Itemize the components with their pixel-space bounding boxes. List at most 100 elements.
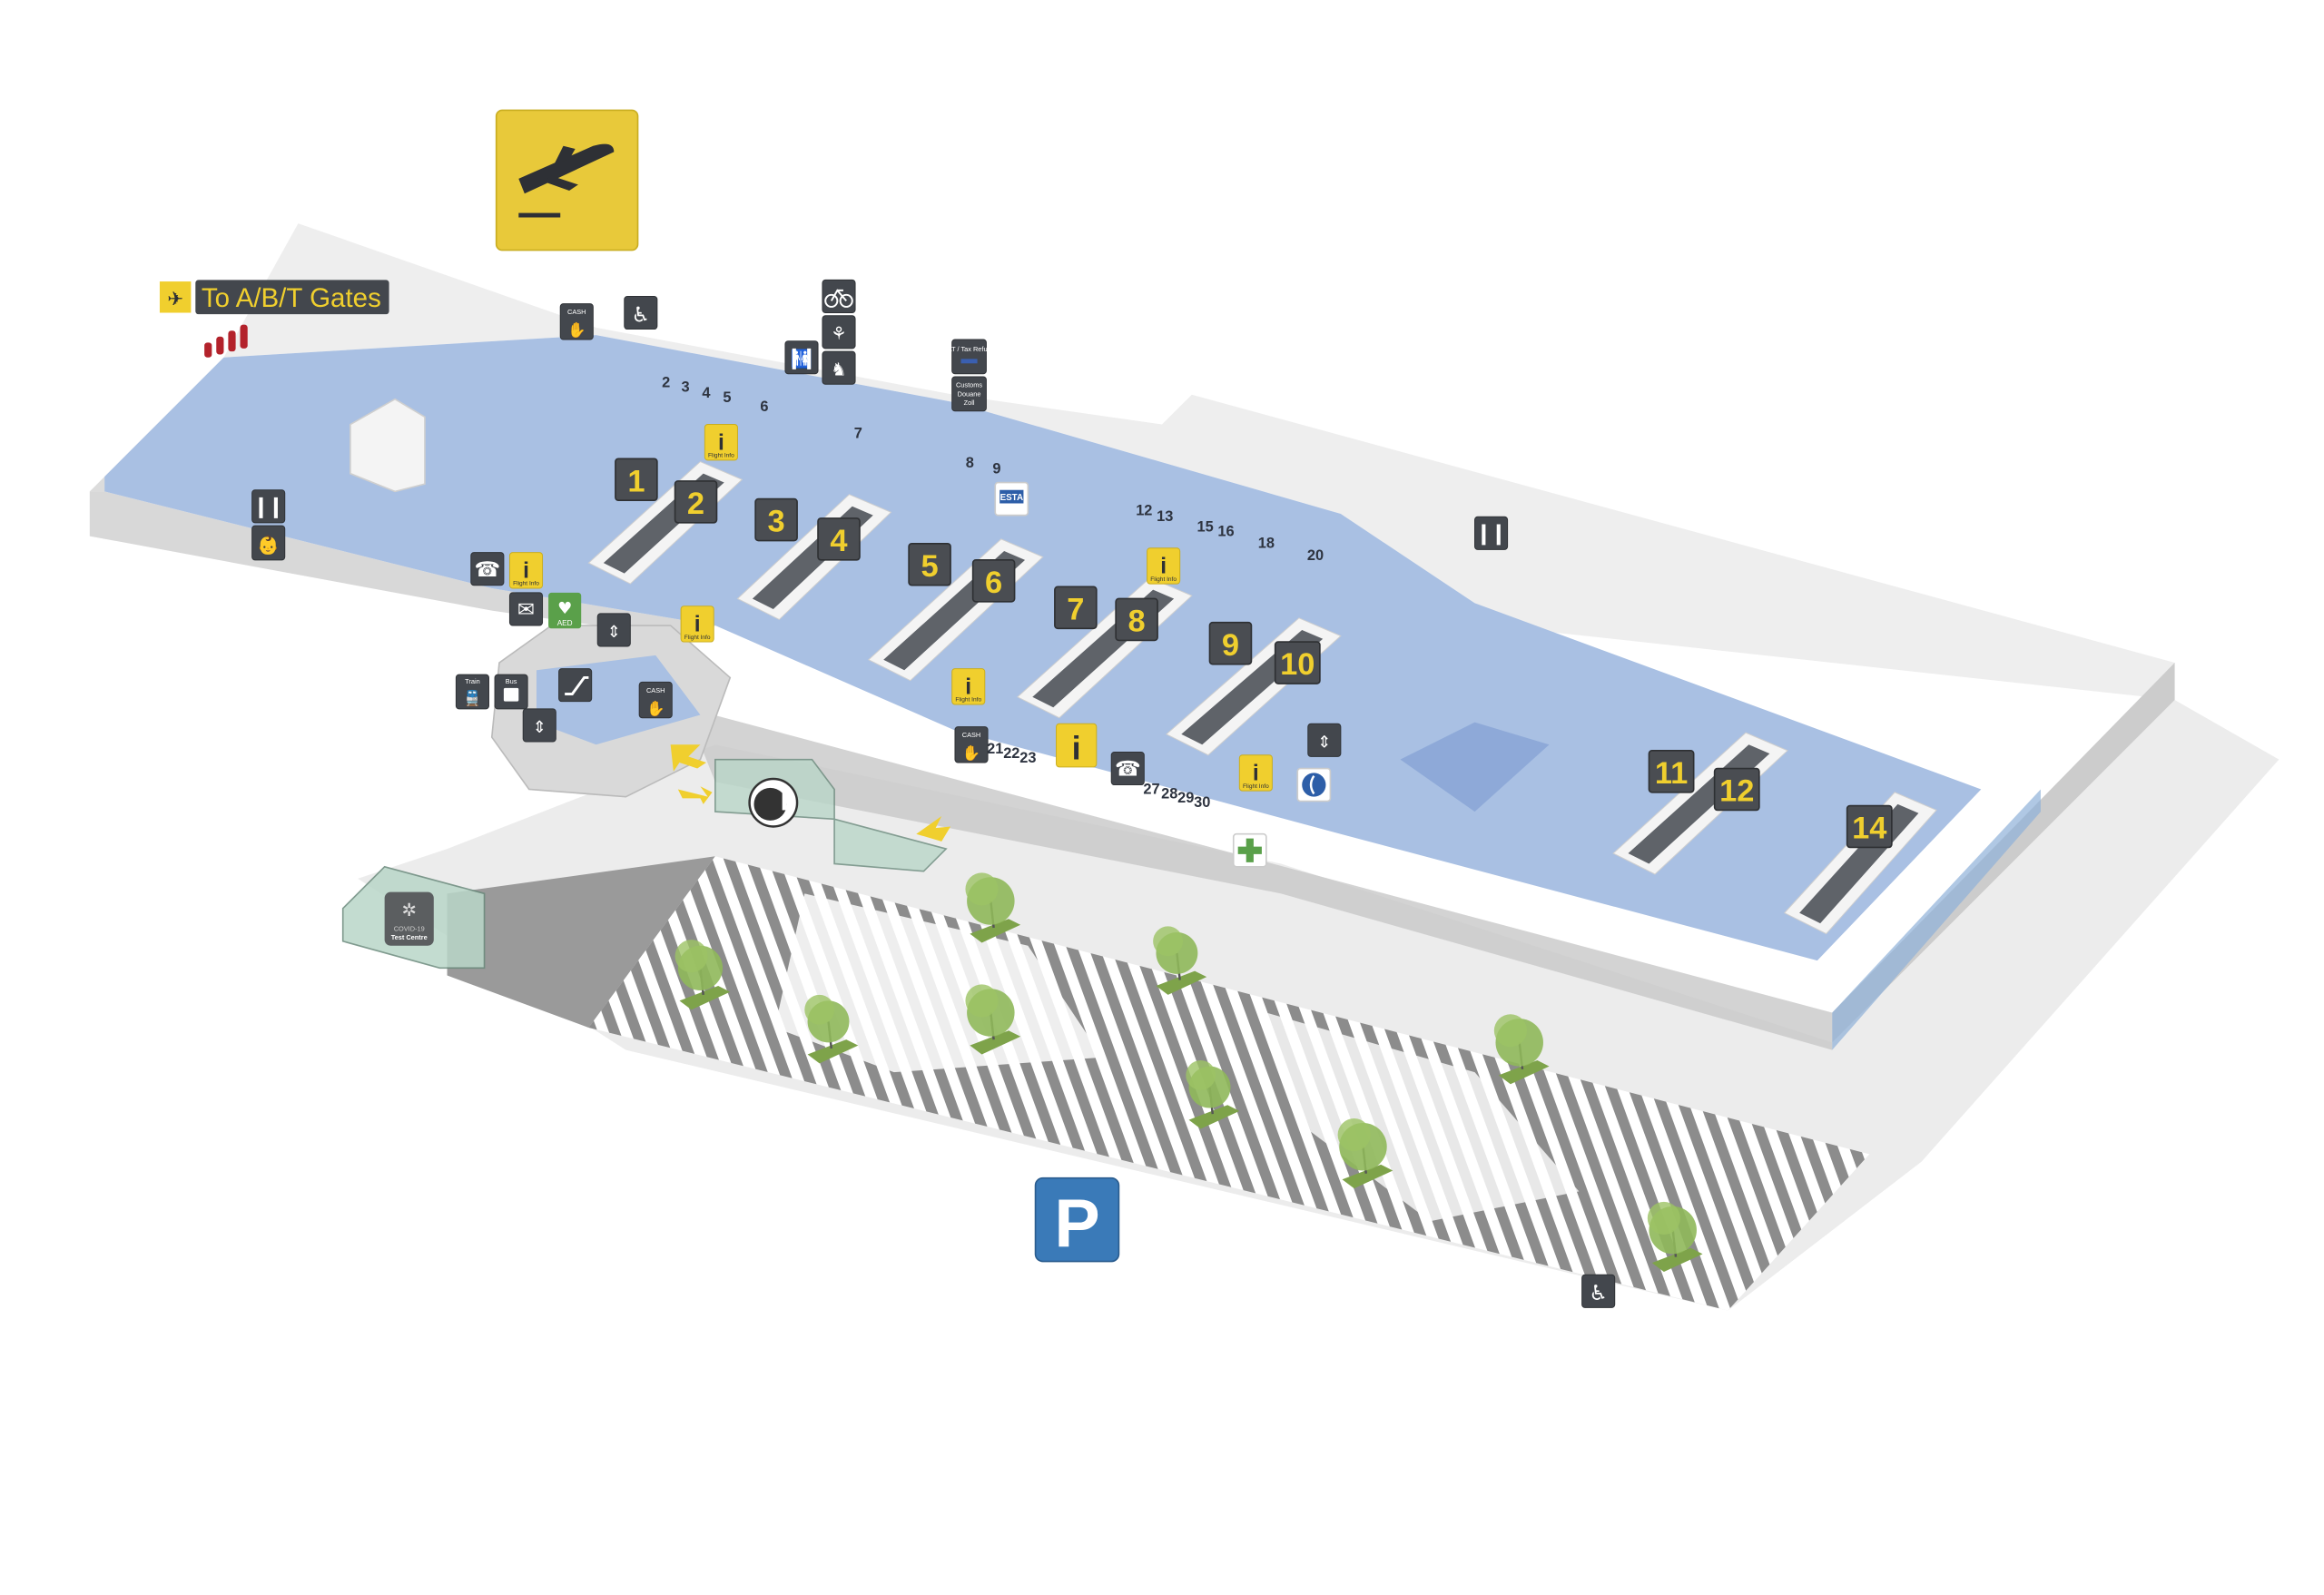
cash-machine-icon: CASH✋ (559, 303, 594, 340)
svg-text:9: 9 (992, 461, 1000, 478)
svg-text:3: 3 (681, 379, 689, 395)
svg-text:7: 7 (854, 425, 862, 441)
svg-text:Flight Info: Flight Info (684, 635, 711, 641)
wheelchair-icon: ♿ (624, 295, 658, 330)
first-aid-icon (1232, 832, 1267, 868)
tree-icon (675, 940, 731, 1010)
svg-text:18: 18 (1258, 536, 1275, 552)
svg-text:i: i (965, 674, 971, 699)
svg-text:2: 2 (662, 375, 670, 391)
parking-sign: P (1034, 1177, 1120, 1263)
svg-text:👶: 👶 (257, 535, 280, 556)
tree-icon (1493, 1014, 1550, 1085)
svg-text:3: 3 (768, 505, 785, 539)
svg-text:i: i (1160, 555, 1167, 579)
svg-text:9: 9 (1222, 628, 1239, 663)
gates-link-label: To A/B/T Gates (202, 283, 381, 313)
restroom-icon (251, 489, 286, 524)
svg-text:♥: ♥ (557, 599, 572, 618)
svg-text:5: 5 (723, 389, 731, 406)
checkin-badge-4: 4 (817, 517, 861, 561)
svg-text:29: 29 (1177, 790, 1194, 806)
phone-icon: ☎ (1110, 751, 1145, 786)
gates-link[interactable]: ✈ To A/B/T Gates (159, 280, 389, 315)
wheelchair-icon: ♿ (1581, 1274, 1616, 1308)
departures-sign (495, 109, 639, 251)
police-icon (1296, 767, 1332, 802)
svg-text:11: 11 (1655, 756, 1688, 791)
plane-departure-icon: ✈ (167, 288, 183, 310)
svg-text:ESTA: ESTA (1000, 493, 1023, 503)
escalator-icon (558, 668, 593, 703)
svg-text:COVID-19: COVID-19 (394, 924, 425, 932)
svg-text:8: 8 (1128, 605, 1146, 639)
aed-icon: ♥AED (548, 592, 582, 629)
svg-text:Flight Info: Flight Info (1150, 576, 1177, 583)
checkin-badge-5: 5 (908, 542, 951, 586)
svg-text:30: 30 (1194, 794, 1210, 811)
svg-text:i: i (1253, 762, 1259, 786)
tree-icon (965, 872, 1021, 943)
service-icons: CASH✋ ♿ ⚘ ♞ 🚻 VAT / Tax Refund CustomsDo… (251, 279, 1616, 1308)
svg-text:Bus: Bus (506, 677, 517, 685)
pillar-block (350, 398, 426, 493)
bus-icon: Bus (494, 674, 528, 710)
cash-machine-icon: CASH✋ (954, 726, 989, 763)
svg-text:6: 6 (760, 399, 768, 415)
restroom-icon (1474, 516, 1509, 550)
svg-text:⇕: ⇕ (607, 623, 621, 642)
svg-text:27: 27 (1143, 781, 1159, 797)
svg-text:Flight Info: Flight Info (513, 581, 539, 587)
esta-icon: ESTA (994, 481, 1029, 517)
cash-machine-icon: CASH✋ (638, 681, 673, 719)
svg-text:♞: ♞ (831, 359, 847, 379)
tree-icon (1647, 1201, 1703, 1273)
svg-text:22: 22 (1003, 745, 1019, 762)
phone-icon: ☎ (470, 552, 505, 586)
svg-text:Flight Info: Flight Info (708, 453, 734, 459)
svg-text:✋: ✋ (962, 744, 980, 762)
svg-text:20: 20 (1307, 547, 1324, 564)
glass-wall (1832, 789, 2041, 1050)
svg-text:Train: Train (465, 677, 480, 685)
information-desk-icon: i (1056, 723, 1098, 768)
svg-text:1: 1 (627, 464, 645, 498)
front-facade (685, 707, 1833, 1050)
svg-text:🚆: 🚆 (463, 689, 481, 706)
checkin-badge-1: 1 (615, 458, 658, 502)
svg-text:15: 15 (1196, 519, 1213, 536)
svg-text:4: 4 (830, 524, 847, 558)
island-number-badges: 1 2 3 4 5 6 7 8 9 10 11 12 14 (615, 458, 1893, 849)
svg-text:☎: ☎ (1115, 758, 1141, 782)
terminal-floor (104, 335, 1982, 961)
desk-numbers: 2 3 4 5 6 7 8 9 12 13 15 16 18 20 21 22 … (662, 375, 1324, 812)
svg-text:6: 6 (985, 566, 1002, 600)
checkin-badge-10: 10 (1274, 641, 1321, 684)
checkin-badge-6: 6 (971, 559, 1016, 603)
elevator-icon: ⇕ (522, 708, 556, 743)
tree-icon (1186, 1060, 1240, 1129)
svg-text:⇕: ⇕ (1317, 734, 1331, 753)
svg-text:5: 5 (921, 549, 939, 584)
elevator-icon: ⇕ (596, 613, 631, 647)
svg-text:28: 28 (1161, 785, 1177, 802)
entrance-arrows (670, 744, 951, 842)
bicycle-icon (822, 279, 856, 314)
mail-icon: ✉ (508, 592, 544, 626)
shop-block (1400, 722, 1550, 812)
svg-text:12: 12 (1719, 774, 1754, 809)
svg-text:2: 2 (687, 487, 704, 521)
baby-change-icon: 👶 (251, 525, 286, 561)
svg-text:i: i (694, 613, 701, 637)
checkin-badge-7: 7 (1054, 586, 1098, 630)
svg-text:i: i (1072, 730, 1081, 767)
red-bollards (204, 324, 248, 358)
svg-text:CASH: CASH (567, 308, 586, 316)
